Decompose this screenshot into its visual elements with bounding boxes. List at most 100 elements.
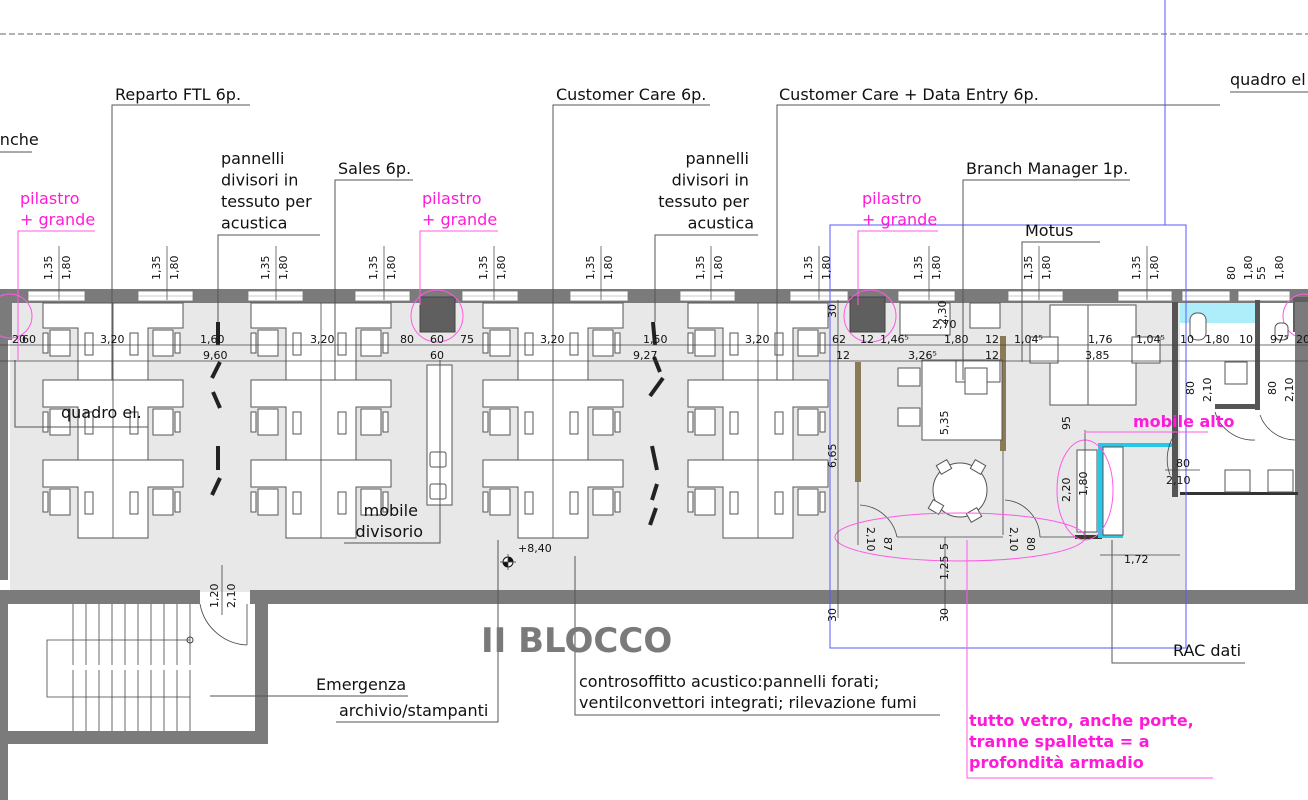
phone	[129, 411, 139, 435]
wc-block	[1166, 300, 1298, 497]
dim-180: 1,80	[1077, 472, 1090, 497]
wc-dim-80-c: 80	[1176, 457, 1190, 470]
window-sill-dim: 1,35	[694, 256, 707, 281]
chair-arm	[614, 332, 621, 354]
phone	[84, 411, 94, 435]
guide-lines	[829, 0, 1187, 649]
chair-arm	[687, 332, 694, 354]
chair	[489, 329, 511, 357]
wc-dim-210-b: 2,10	[1283, 378, 1296, 403]
acoustic-panels	[210, 321, 665, 526]
note-quadro-el-right: quadro el	[1230, 70, 1306, 89]
window-sill-dim: 1,35	[367, 256, 380, 281]
wc-window-dim: 1,80	[1273, 256, 1286, 281]
chair	[360, 408, 382, 436]
dimension-value: 97⁵	[1270, 333, 1288, 346]
window-height-dim: 1,80	[602, 256, 615, 281]
dimension-value: 12	[836, 349, 850, 362]
chair-arm	[482, 491, 489, 513]
area-label-ftl: Reparto FTL 6p.	[115, 85, 241, 104]
dimension-value: 3,20	[310, 333, 335, 346]
dim-210-a: 2,10	[864, 527, 877, 552]
phone	[84, 332, 94, 356]
chair	[360, 329, 382, 357]
phone	[129, 332, 139, 356]
area-label-motus: Motus	[1025, 221, 1073, 240]
window-sill-dim: 1,35	[259, 256, 272, 281]
area-label-customer-care-data-entry: Customer Care + Data Entry 6p.	[779, 85, 1039, 104]
dim-30-left: 30	[826, 608, 839, 622]
wc-dim-80-b: 80	[1266, 381, 1279, 395]
desk-clusters	[42, 302, 829, 539]
block-title: II BLOCCO	[481, 621, 672, 661]
chair	[257, 408, 279, 436]
chair	[152, 408, 174, 436]
window-height-dim: 1,80	[385, 256, 398, 281]
area-label-customer-care: Customer Care 6p.	[556, 85, 706, 104]
dimension-value: 75	[460, 333, 474, 346]
mobile-alto-cabinet	[1056, 439, 1173, 541]
chair-arm	[687, 411, 694, 433]
window-height-dim: 1,80	[277, 256, 290, 281]
phone	[129, 491, 139, 515]
phone	[729, 332, 739, 356]
note-archivio-stampanti: archivio/stampanti	[339, 701, 488, 720]
phone	[337, 332, 347, 356]
note-mobile-divisorio: mobile divisorio	[356, 501, 423, 541]
chair-arm	[482, 332, 489, 354]
phone	[729, 411, 739, 435]
window-height-dim: 1,80	[1148, 256, 1161, 281]
columns	[0, 289, 1308, 343]
window-height-dim: 1,80	[712, 256, 725, 281]
dim-270: 2,70	[932, 318, 957, 331]
dimension-value: 1,04⁵	[1136, 333, 1165, 346]
note-pannelli-1: pannelli divisori in tessuto per acustic…	[221, 149, 317, 233]
notes: anche quadro el quadro el. pannelli divi…	[0, 70, 1306, 720]
dimension-value: 9,60	[203, 349, 228, 362]
chair	[489, 408, 511, 436]
dimension-value: 3,20	[745, 333, 770, 346]
chair-arm	[819, 332, 826, 354]
note-pannelli-2: pannelli divisori in tessuto per acustic…	[658, 149, 754, 233]
workstation-cluster	[250, 302, 392, 539]
dimension-value: 60	[430, 349, 444, 362]
dim-172: 1,72	[1124, 553, 1149, 566]
dim-87: 87	[881, 537, 894, 551]
note-anche: anche	[0, 130, 39, 149]
phone	[337, 491, 347, 515]
chair	[152, 329, 174, 357]
phone	[292, 332, 302, 356]
dimension-value: 12	[860, 333, 874, 346]
dimension-value: 20	[1296, 333, 1308, 346]
level-value: +8,40	[518, 542, 552, 555]
dimension-value: 1,80	[944, 333, 969, 346]
note-quadro-el-left: quadro el.	[61, 403, 142, 422]
chair	[152, 488, 174, 516]
dim-80: 80	[1024, 537, 1037, 551]
chair	[694, 329, 716, 357]
dim-210-b: 2,10	[1007, 527, 1020, 552]
note-rac-dati: RAC dati	[1173, 641, 1241, 660]
dim-535: 5,35	[938, 411, 951, 436]
phone	[337, 411, 347, 435]
wc-window-dim: 55	[1255, 266, 1268, 280]
stair-dim-210: 2,10	[225, 584, 238, 609]
area-label-branch-manager: Branch Manager 1p.	[966, 159, 1128, 178]
dimension-value: 1,04⁵	[1014, 333, 1043, 346]
chair	[489, 488, 511, 516]
phone	[292, 411, 302, 435]
chair	[49, 408, 71, 436]
branch-manager-office	[855, 302, 1102, 545]
chair-arm	[382, 411, 389, 433]
dim-5: 5	[938, 543, 951, 550]
dimension-value: 3,20	[100, 333, 125, 346]
chair	[592, 408, 614, 436]
chair-arm	[42, 332, 49, 354]
dimension-value: 80	[400, 333, 414, 346]
note-mobile-alto: mobile alto	[1133, 412, 1234, 431]
note-controsoffitto: controsoffitto acustico:pannelli forati;…	[579, 672, 917, 712]
dimension-value: 60	[22, 333, 36, 346]
dimension-value: 1,80	[1205, 333, 1230, 346]
